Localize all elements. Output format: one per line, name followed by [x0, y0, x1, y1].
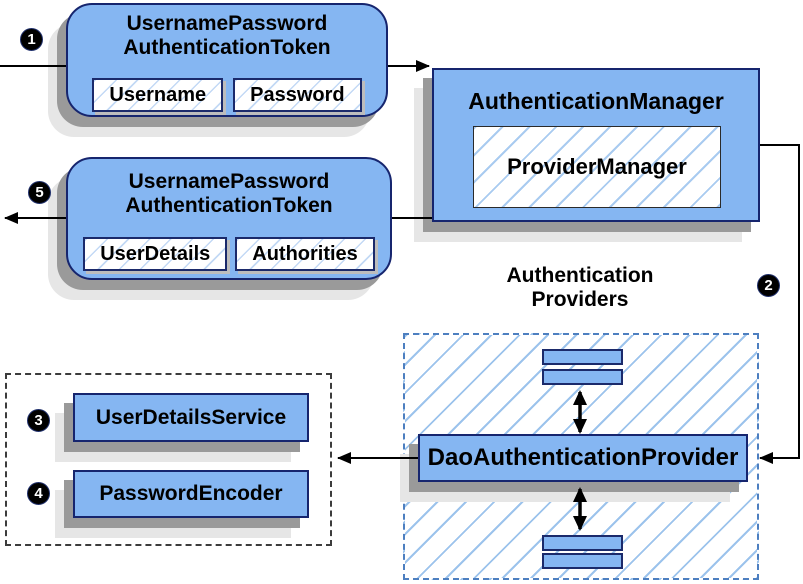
providers-heading-line2: Providers [531, 288, 629, 311]
request-token-title: UsernamePassword AuthenticationToken [68, 12, 386, 60]
userdetails-field: UserDetails [83, 237, 228, 271]
step-5-badge: 5 [28, 181, 51, 204]
user-details-service-box: UserDetailsService [73, 393, 309, 442]
result-token-fields: UserDetails Authorities [68, 237, 390, 271]
provider-stack-bar [542, 535, 623, 551]
result-token-title: UsernamePassword AuthenticationToken [68, 170, 390, 218]
request-token-box: UsernamePassword AuthenticationToken Use… [66, 3, 388, 117]
authentication-providers-heading: Authentication Providers [460, 264, 700, 312]
dao-authentication-provider-box: DaoAuthenticationProvider [418, 434, 748, 482]
authentication-manager-box: AuthenticationManager ProviderManager [432, 68, 760, 222]
step-1-badge: 1 [20, 28, 43, 51]
request-token-title-line2: AuthenticationToken [123, 36, 331, 59]
result-token-title-line1: UsernamePassword [128, 170, 330, 193]
username-field: Username [92, 78, 224, 112]
password-encoder-box: PasswordEncoder [73, 470, 309, 518]
providers-heading-line1: Authentication [506, 264, 654, 287]
provider-stack-bar [542, 553, 623, 569]
request-token-title-line1: UsernamePassword [126, 12, 328, 35]
step-2-badge: 2 [757, 274, 780, 297]
provider-stack-bar [542, 369, 623, 385]
step-4-badge: 4 [27, 482, 50, 505]
result-token-title-line2: AuthenticationToken [125, 194, 333, 217]
authorities-field: Authorities [235, 237, 375, 271]
request-token-fields: Username Password [68, 78, 386, 112]
password-field: Password [233, 78, 362, 112]
authentication-manager-title: AuthenticationManager [468, 88, 724, 114]
provider-manager-box: ProviderManager [473, 126, 721, 208]
step-3-badge: 3 [27, 409, 50, 432]
result-token-box: UsernamePassword AuthenticationToken Use… [66, 157, 392, 280]
provider-stack-bar [542, 349, 623, 365]
manager-to-provider-arrow [759, 144, 800, 464]
collaborators-container [5, 373, 332, 546]
